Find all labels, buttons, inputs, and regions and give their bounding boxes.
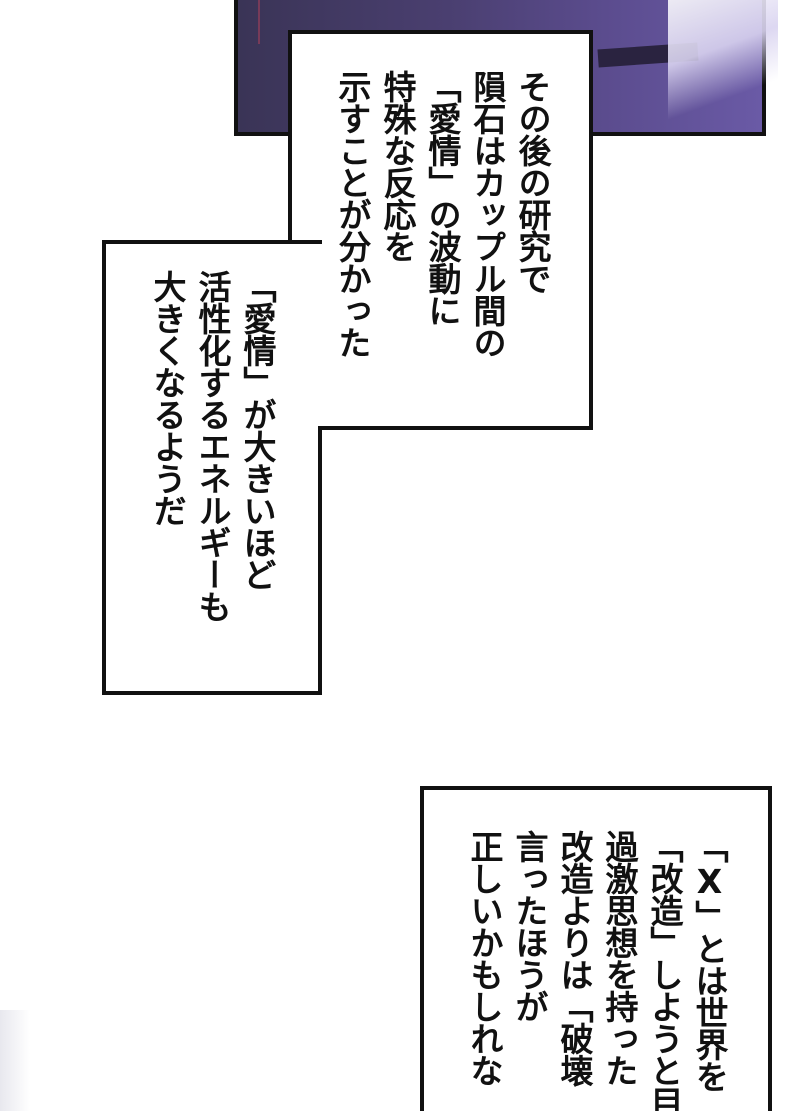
caption-box-affection [102,240,322,695]
caption-line: 活性化するエネルギーも [193,270,232,622]
caption-line: 「愛情」の波動に [423,70,462,326]
caption-line: 過激思想を持った [600,830,639,1086]
caption-box-research [288,30,593,430]
panel-edge-detail [258,0,266,44]
caption-line: 示すことが分かった [333,70,372,358]
caption-text-affection: 「愛情」が大きいほど 活性化するエネルギーも 大きくなるようだ [145,270,280,670]
caption-line: 「愛情」が大きいほど [238,270,277,590]
caption-text-x-organization: 「X」とは世界を 「改造」しようと目 過激思想を持った 改造よりは「破壊 言った… [462,830,732,1111]
left-edge-shadow [0,1010,30,1111]
caption-line: 「改造」しようと目 [645,830,684,1111]
caption-line: 改造よりは「破壊 [555,830,594,1086]
caption-line: 正しいかもしれな [465,830,504,1086]
caption-merge-mask [292,244,326,426]
caption-line: 特殊な反応を [378,70,417,262]
caption-box-x-organization [420,786,772,1111]
caption-line: 大きくなるようだ [148,270,187,526]
panel-highlight [668,0,778,134]
caption-line: 隕石はカップル間の [468,70,507,358]
caption-line: 「X」とは世界を [690,830,729,1092]
caption-text-research: その後の研究で 隕石はカップル間の 「愛情」の波動に 特殊な反応を 示すことが分… [330,70,555,410]
caption-line: その後の研究で [513,70,552,294]
caption-line: 言ったほうが [510,830,549,1022]
